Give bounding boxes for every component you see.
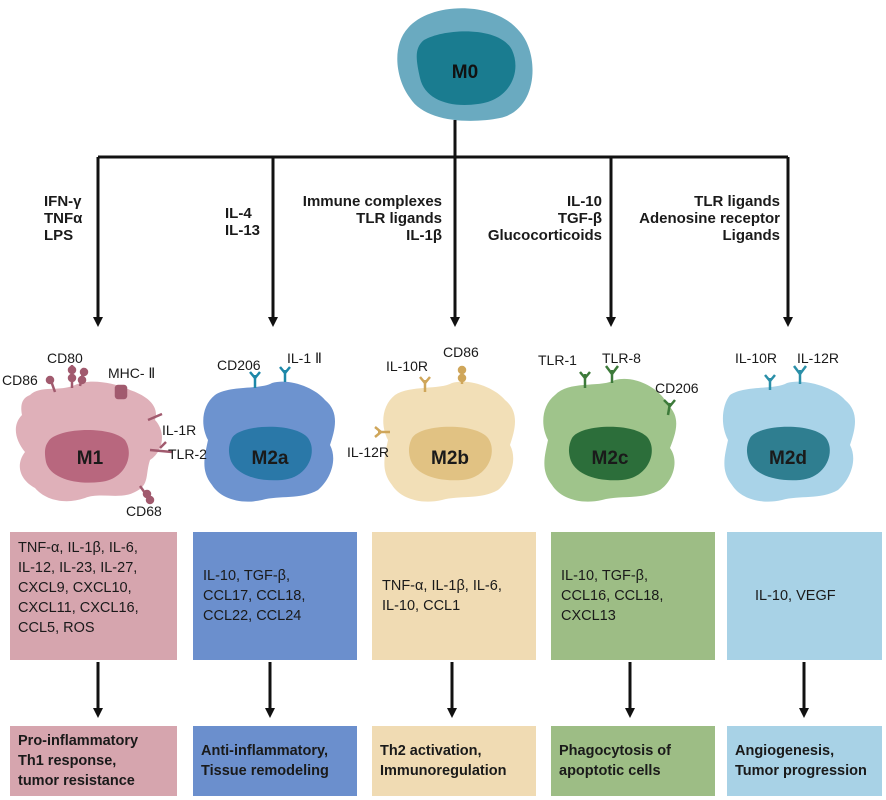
m2d-outcome-box: Angiogenesis, Tumor progression <box>727 726 882 796</box>
m2b-marker-il10r: IL-10R <box>386 358 429 374</box>
m1-marker-cd80: CD80 <box>47 350 83 366</box>
m2d-cell <box>722 381 855 502</box>
m2a-outcome-box: Anti-inflammatory, Tissue remodeling <box>193 726 357 796</box>
m2a-marker-il1ii: IL-1 Ⅱ <box>287 350 322 366</box>
m2d-marker-il12r: IL-12R <box>797 350 840 366</box>
m2a-label: M2a <box>251 448 289 469</box>
m1-receptors <box>45 365 173 505</box>
m2c-marker-cd206: CD206 <box>655 380 699 396</box>
m2c-outcome-box: Phagocytosis of apoptotic cells <box>551 726 715 796</box>
m2c-stimuli: IL-10 TGF-β Glucocorticoids <box>487 193 602 244</box>
m1-marker-tlr2: TLR-2 <box>168 446 207 462</box>
m2b-receptors <box>374 365 467 438</box>
m1-marker-cd68: CD68 <box>126 503 162 519</box>
tree-connectors <box>93 120 793 327</box>
m0-cell <box>397 8 533 121</box>
m1-stimuli: IFN-γ TNFα LPS <box>44 193 83 244</box>
m2a-marker-cd206: CD206 <box>217 357 261 373</box>
m2c-marker-tlr8: TLR-8 <box>602 350 641 366</box>
m2a-cell <box>203 381 335 502</box>
outcome-arrows <box>93 662 809 718</box>
m2d-stimuli: TLR ligands Adenosine receptor Ligands <box>639 193 780 244</box>
m2b-cell <box>383 381 515 502</box>
m2d-label: M2d <box>769 448 807 469</box>
m1-products-box: TNF-α, IL-1β, IL-6, IL-12, IL-23, IL-27,… <box>10 532 177 660</box>
m2d-marker-il10r: IL-10R <box>735 350 778 366</box>
m2c-products-box: IL-10, TGF-β, CCL16, CCL18, CXCL13 <box>551 532 715 660</box>
m2d-receptors <box>764 365 807 390</box>
m1-marker-il1r: IL-1R <box>162 422 197 438</box>
m2b-stimuli: Immune complexes TLR ligands IL-1β <box>302 193 442 244</box>
m2c-marker-tlr1: TLR-1 <box>538 352 577 368</box>
m2c-cell <box>543 378 677 502</box>
m2a-stimuli: IL-4 IL-13 <box>225 205 261 239</box>
m1-marker-mhc-ii: MHC- Ⅱ <box>108 365 156 381</box>
m1-cell <box>15 381 162 502</box>
m0-label: M0 <box>451 62 479 83</box>
m1-label: M1 <box>76 448 104 469</box>
m2b-outcome-box: Th2 activation, Immunoregulation <box>372 726 536 796</box>
m1-outcome-box: Pro-inflammatory Th1 response, tumor res… <box>10 726 177 796</box>
m1-marker-cd86: CD86 <box>2 372 38 388</box>
m2d-products-box: IL-10, VEGF <box>727 532 882 660</box>
m2c-receptors <box>579 365 676 416</box>
m2c-label: M2c <box>591 448 629 469</box>
m2b-marker-il12r: IL-12R <box>347 444 390 460</box>
m2b-label: M2b <box>431 448 469 469</box>
m2a-products-box: IL-10, TGF-β, CCL17, CCL18, CCL22, CCL24 <box>193 532 357 660</box>
m2b-marker-cd86: CD86 <box>443 344 479 360</box>
m2b-products-box: TNF-α, IL-1β, IL-6, IL-10, CCL1 <box>372 532 536 660</box>
m2a-receptors <box>249 366 291 388</box>
